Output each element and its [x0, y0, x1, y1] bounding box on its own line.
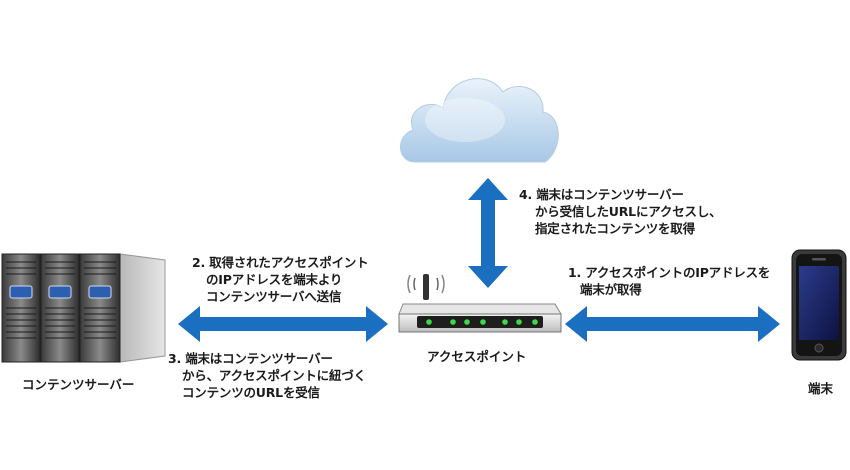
step-2-line-1: 2. 取得されたアクセスポイント	[192, 255, 369, 270]
step-4-line-2: から受信したURLにアクセスし、	[535, 204, 722, 219]
cloud-icon	[400, 78, 559, 163]
step-1-caption: 1. アクセスポイントのIPアドレスを 端末が取得	[568, 264, 770, 298]
router-icon	[398, 274, 562, 333]
step-2-line-3: コンテンツサーバへ送信	[206, 289, 342, 304]
step-4-line-1: 4. 端末はコンテンツサーバー	[519, 187, 684, 202]
server-rack-icon	[1, 253, 166, 363]
step-1-line-1: 1. アクセスポイントのIPアドレスを	[568, 265, 771, 280]
access-point-label: アクセスポイント	[427, 349, 527, 364]
step-3-line-3: コンテンツのURLを受信	[182, 385, 320, 400]
step-3-line-1: 3. 端末はコンテンツサーバー	[168, 351, 333, 366]
step-4-caption: 4. 端末はコンテンツサーバー から受信したURLにアクセスし、 指定されたコン…	[519, 186, 722, 237]
step-3-line-2: から、アクセスポイントに紐づく	[182, 368, 366, 383]
arrow-server-ap	[178, 306, 388, 342]
step-3-caption: 3. 端末はコンテンツサーバー から、アクセスポイントに紐づく コンテンツのUR…	[168, 350, 366, 401]
smartphone-icon	[791, 249, 847, 361]
arrow-ap-cloud	[468, 178, 508, 288]
step-2-line-2: のIPアドレスを端末より	[206, 272, 343, 287]
server-label: コンテンツサーバー	[22, 377, 135, 392]
terminal-label: 端末	[808, 381, 834, 396]
step-1-line-2: 端末が取得	[580, 282, 642, 297]
step-2-caption: 2. 取得されたアクセスポイント のIPアドレスを端末より コンテンツサーバへ送…	[192, 254, 369, 305]
arrow-ap-terminal	[565, 306, 780, 342]
step-4-line-3: 指定されたコンテンツを取得	[535, 221, 695, 236]
